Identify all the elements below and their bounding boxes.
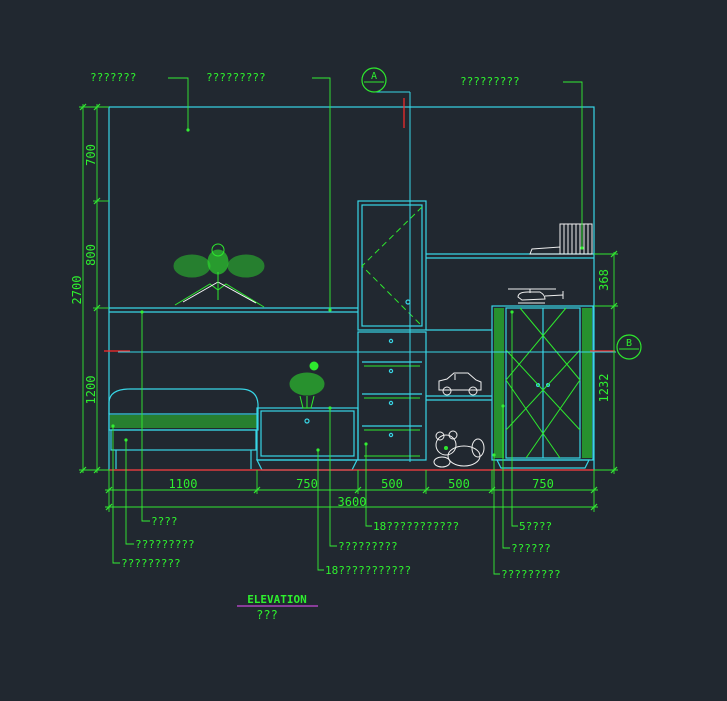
width-dim-4: 500 xyxy=(448,477,470,491)
toy-car-icon xyxy=(438,372,482,396)
left-callout-3: ????????? xyxy=(121,557,181,570)
top-callouts: ??????? ????????? ????????? xyxy=(90,71,520,88)
middle-callout-3: 18??????????? xyxy=(325,564,411,577)
helicopter-icon xyxy=(508,288,564,304)
bench-cushion-pattern xyxy=(110,415,257,428)
flower-pot-icon xyxy=(289,361,325,409)
overall-width-dim: 3600 xyxy=(338,495,367,509)
top-label-1: ??????? xyxy=(90,71,136,84)
right-height-dim-1: 368 xyxy=(597,269,611,291)
centerlines xyxy=(104,98,615,471)
kite-icon xyxy=(173,243,265,308)
middle-callout-2: ????????? xyxy=(338,540,398,553)
right-callout-1: 5???? xyxy=(519,520,552,533)
top-label-3: ????????? xyxy=(460,75,520,88)
subtitle-text: ??? xyxy=(256,608,278,622)
right-callout-3: ????????? xyxy=(501,568,561,581)
leader-dots xyxy=(111,128,584,457)
display-cabinet xyxy=(491,305,594,469)
right-height-dim-2: 1232 xyxy=(597,374,611,403)
display-cabinet-side-panels xyxy=(494,308,592,458)
section-marker-a-label: A xyxy=(371,71,377,82)
section-line-a xyxy=(374,91,411,462)
left-callout-1: ???? xyxy=(151,515,178,528)
display-cabinet-glass-pattern xyxy=(505,307,581,459)
width-dimensions: 1100 750 500 500 750 3600 xyxy=(169,477,554,509)
teddy-bear-icon xyxy=(433,430,485,468)
width-dim-1: 1100 xyxy=(169,477,198,491)
width-dim-5: 750 xyxy=(532,477,554,491)
bottom-callouts: ???? ????????? ????????? 18??????????? ?… xyxy=(121,515,561,581)
tall-cabinet-swing-lines xyxy=(361,206,423,327)
right-callout-2: ?????? xyxy=(511,542,551,555)
middle-callout-1: 18??????????? xyxy=(373,520,459,533)
drawer-fronts xyxy=(364,365,420,457)
bench xyxy=(108,388,259,469)
width-dim-2: 750 xyxy=(296,477,318,491)
dimension-ticks xyxy=(79,103,618,511)
top-label-2: ????????? xyxy=(206,71,266,84)
books-icon xyxy=(529,223,593,255)
low-cabinet xyxy=(256,407,359,471)
tall-cabinet xyxy=(357,200,427,461)
height-dimensions: 2700 700 800 1200 368 1232 xyxy=(70,144,611,404)
section-marker-b[interactable]: B xyxy=(616,334,642,360)
overall-height-dim: 2700 xyxy=(70,276,84,305)
left-callout-2: ????????? xyxy=(135,538,195,551)
width-dim-3: 500 xyxy=(381,477,403,491)
height-dim-1: 700 xyxy=(84,144,98,166)
section-marker-a[interactable]: A xyxy=(361,67,387,93)
title-text: ELEVATION xyxy=(247,593,307,606)
drawing-title: ELEVATION ??? xyxy=(237,593,318,622)
leader-lines xyxy=(112,77,583,575)
height-dim-2: 800 xyxy=(84,244,98,266)
section-marker-b-label: B xyxy=(626,338,632,349)
height-dim-3: 1200 xyxy=(84,376,98,405)
